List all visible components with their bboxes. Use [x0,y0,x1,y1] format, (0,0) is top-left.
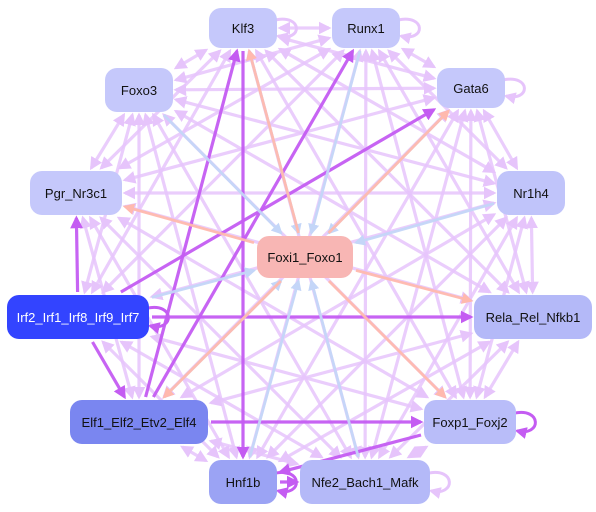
edge-foxo3-gata6 [173,81,437,97]
edge-runx1-foxi1 [308,50,362,236]
self-loops-layer [146,17,537,499]
edge-nr1h4-rela [525,215,539,295]
self-loop-hnf1b [274,470,298,499]
edge-foxi1-rela [355,269,474,304]
node-rela-rel-nfkb1[interactable]: Rela_Rel_Nfkb1 [474,295,592,339]
edge-irf-gata6 [120,108,437,294]
node-gata6[interactable]: Gata6 [437,68,505,108]
edge-foxi1-pgr [122,203,255,245]
edge-elf-hnf1b [180,445,209,463]
self-loop-runx1 [397,17,421,45]
edge-nr1h4-foxi1 [353,202,495,246]
edge-foxi1-klf3 [246,48,300,234]
edge-foxp-nfe2 [406,445,429,459]
self-loop-nfe2 [427,470,451,499]
node-nfe2-bach1-mafk[interactable]: Nfe2_Bach1_Mafk [300,460,430,504]
node-foxo3[interactable]: Foxo3 [105,68,173,112]
node-nr1h4[interactable]: Nr1h4 [497,171,565,215]
node-klf3[interactable]: Klf3 [209,8,277,48]
edge-foxi1-foxp [328,280,447,399]
edge-foxo3-foxi1 [162,114,283,235]
edge-nfe2-foxi1 [308,278,360,458]
node-pgr-nr3c1[interactable]: Pgr_Nr3c1 [30,171,122,215]
edge-klf3-foxo3 [173,48,209,70]
edge-elf-nfe2 [208,437,300,468]
edge-foxi1-gata6 [327,109,450,234]
edge-irf-pgr [70,215,83,293]
self-loop-irf [146,305,170,334]
edge-irf-foxi1 [151,267,257,299]
edge-foxi1-elf [162,280,282,399]
edge-hnf1b-foxi1 [248,278,302,458]
edge-runx1-nfe2 [358,48,373,460]
node-foxp1-foxj2[interactable]: Foxp1_Foxj2 [424,400,516,444]
node-hnf1b[interactable]: Hnf1b [209,460,277,504]
node-irf-family[interactable]: Irf2_Irf1_Irf8_Irf9_Irf7 [7,295,149,339]
self-loop-foxp [513,410,537,439]
node-elf-family[interactable]: Elf1_Elf2_Etv2_Elf4 [70,400,208,444]
edge-elf-runx1 [152,48,355,398]
edge-irf-elf [91,341,126,400]
self-loop-gata6 [502,77,526,105]
self-loop-klf3 [274,17,298,45]
node-foxi1-foxo1[interactable]: Foxi1_Foxo1 [257,236,353,278]
node-runx1[interactable]: Runx1 [332,8,400,48]
edge-runx1-gata6 [400,47,437,69]
